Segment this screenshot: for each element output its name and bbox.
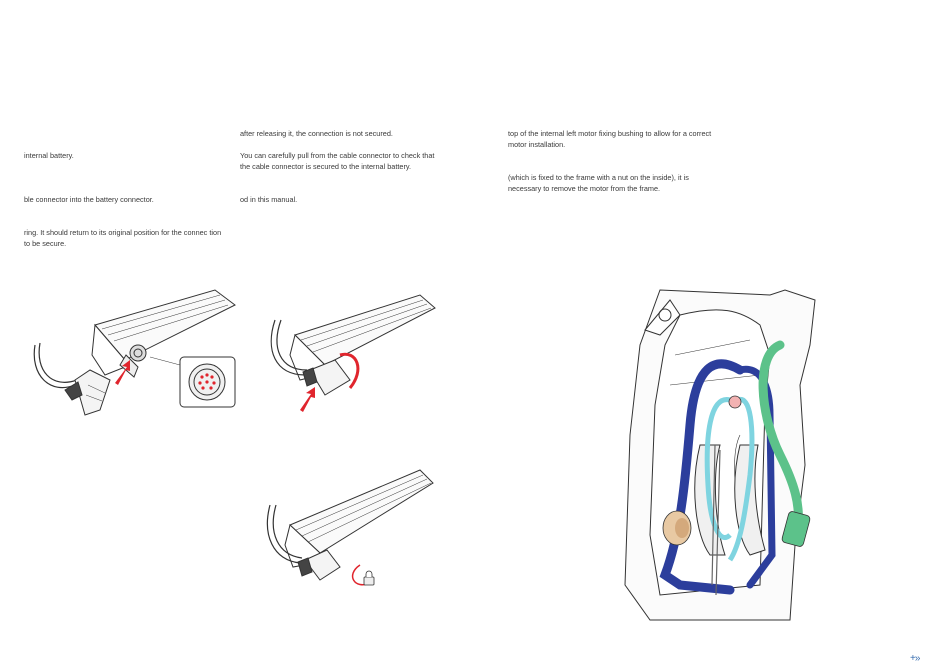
instruction-text: after releasing it, the connection is no… [240,129,393,138]
instruction-text: top of the internal left motor fixing bu… [508,129,712,149]
double-chevron-right-icon[interactable]: +» [910,653,920,664]
instruction-text: You can carefully pull from the cable co… [240,151,435,171]
frame-internal-cable-routing-illustration [624,289,816,621]
connector-insert-illustration [33,289,236,416]
instruction-text: od in this manual. [240,195,298,204]
connector-rotate-ring-illustration [270,294,436,412]
connector-lock-illustration [266,469,434,586]
instruction-text: internal battery. [24,151,74,160]
instruction-text: ble connector into the battery connector… [24,195,154,204]
instruction-text: ring. It should return to its original p… [24,228,222,248]
instruction-text: (which is fixed to the frame with a nut … [508,173,689,193]
